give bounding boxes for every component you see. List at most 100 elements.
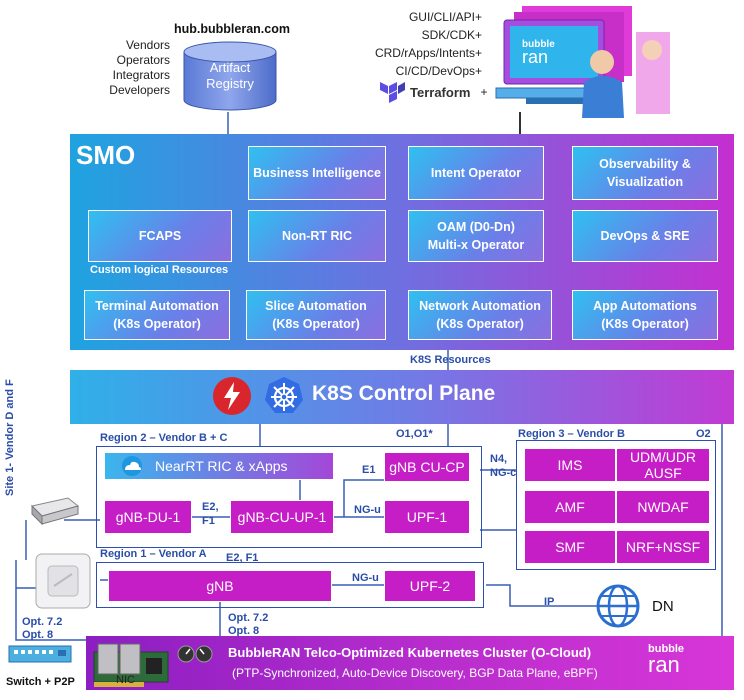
smo-title: SMO [76,140,136,170]
nearrt-ric-box[interactable]: NearRT RIC & xApps [104,452,334,480]
network-label-1: Network Automation [419,299,541,313]
ausf-label: AUSF [644,465,682,481]
gnb-cu-up-1-box[interactable]: gNB-CU-UP-1 [230,500,334,534]
terraform-label: Terraform [410,84,471,100]
nrf-nssf-box[interactable]: NRF+NSSF [616,530,710,564]
observability-label-1: Observability & [599,157,691,171]
app-label-2: (K8s Operator) [601,317,689,331]
audience-integrators: Integrators [112,68,170,82]
cluster-subtitle: (PTP-Synchronized, Auto-Device Discovery… [232,666,598,680]
access-point-device [34,552,92,610]
o1-label: O1,O1* [396,428,433,440]
radio-unit-device [30,496,80,526]
cloud-icon [122,456,142,476]
app-automations-box[interactable]: App Automations (K8s Operator) [572,290,718,340]
udm-box[interactable]: UDM/UDR AUSF [616,448,710,482]
nic-card [90,638,182,690]
cluster-brand-2: ran [648,652,680,677]
terraform-row: Terraform + [376,80,487,104]
ngu-label-r1: NG-u [352,572,379,584]
upf-2-box[interactable]: UPF-2 [384,570,476,602]
nearrt-label: NearRT RIC & xApps [155,458,288,474]
upf-1-box[interactable]: UPF-1 [384,500,470,534]
terminal-label-2: (K8s Operator) [113,317,201,331]
nic-label: NIC [116,674,135,686]
oam-box[interactable]: OAM (D0-Dn) Multi-x Operator [408,210,544,262]
intent-operator-box[interactable]: Intent Operator [408,146,544,200]
interface-cicd: CI/CD/DevOps+ [395,64,482,78]
observability-box[interactable]: Observability & Visualization [572,146,718,200]
opt-mid-72: Opt. 7.2 [228,612,269,624]
audience-vendors: Vendors [125,38,170,52]
brand-line1: bubble [522,39,555,50]
udm-label: UDM/UDR [629,449,697,465]
audience-list: Vendors Operators Integrators Developers [100,38,170,98]
app-label-1: App Automations [593,299,697,313]
switch-label: Switch + P2P [6,676,75,688]
slice-label-2: (K8s Operator) [272,317,360,331]
region3-frame [516,440,716,570]
globe-icon [596,584,640,628]
gnb-box[interactable]: gNB [108,570,332,602]
terraform-plus: + [480,85,488,99]
cluster-title: BubbleRAN Telco-Optimized Kubernetes Clu… [228,645,592,660]
bubbleran-logo-cluster: bubble ran [648,642,685,677]
nwdaf-box[interactable]: NWDAF [616,490,710,524]
network-automation-box[interactable]: Network Automation (K8s Operator) [408,290,552,340]
dn-label: DN [652,598,674,615]
cluster-brand-1: bubble [648,643,685,655]
e2-text: E2, [202,501,219,513]
registry-label-2: Registry [206,76,254,91]
k8s-title: K8S Control Plane [312,382,496,405]
hub-url: hub.bubbleran.com [174,22,290,36]
n4-label: N4, NG-c [490,452,516,480]
registry-label-1: Artifact [209,60,251,75]
artifact-registry-cylinder: Artifact Registry [182,40,278,112]
region3-label: Region 3 – Vendor B [518,428,625,440]
smf-box[interactable]: SMF [524,530,616,564]
audience-developers: Developers [109,83,170,97]
brand-line2: ran [522,47,549,67]
network-label-2: (K8s Operator) [436,317,524,331]
amf-box[interactable]: AMF [524,490,616,524]
opt-mid-label: Opt. 7.2 Opt. 8 [228,612,268,638]
business-intelligence-box[interactable]: Business Intelligence [248,146,386,200]
interface-sdk: SDK/CDK+ [421,28,482,42]
observability-label-2: Visualization [606,175,684,189]
sync-knobs-icon [176,640,216,668]
gnb-du-1-box[interactable]: gNB-DU-1 [104,500,192,534]
opt-left-label: Opt. 7.2 Opt. 8 [22,616,62,642]
slice-label-1: Slice Automation [265,299,367,313]
region1-frame [96,562,484,608]
interface-crd: CRD/rApps/Intents+ [374,46,482,60]
e2f1-region1-label: E2, F1 [226,552,259,564]
k8s-resources-label: K8S Resources [410,354,491,366]
site-label: Site 1- Vendor D and F [4,379,16,496]
terminal-automation-box[interactable]: Terminal Automation (K8s Operator) [84,290,230,340]
opt-left-72: Opt. 7.2 [22,616,63,628]
terraform-icon [380,82,405,103]
o2-label: O2 [696,428,711,440]
region2-label: Region 2 – Vendor B + C [100,432,228,444]
ngc-text: NG-c [490,467,517,479]
e1-label: E1 [362,464,376,476]
custom-resources-label: Custom logical Resources [90,264,229,276]
k8s-control-plane-bar [70,370,734,424]
fcaps-box[interactable]: FCAPS [88,210,232,262]
terminal-label-1: Terminal Automation [95,299,219,313]
opt-left-8: Opt. 8 [22,629,54,641]
devops-sre-box[interactable]: DevOps & SRE [572,210,718,262]
oam-label-2: Multi-x Operator [427,238,525,252]
switch-device [8,642,72,666]
n4-text: N4, [490,453,508,465]
ip-label: IP [544,596,555,608]
audience-operators: Operators [116,53,170,67]
f1-text: F1 [202,515,215,527]
gnb-cu-cp-box[interactable]: gNB CU-CP [384,452,470,482]
ims-box[interactable]: IMS [524,448,616,482]
bubbleran-logo-screen: bubble ran [522,38,555,67]
slice-automation-box[interactable]: Slice Automation (K8s Operator) [246,290,386,340]
workstation-illustration: bubble ran [486,2,676,118]
region2-frame [96,446,482,548]
nonrt-ric-box[interactable]: Non-RT RIC [248,210,386,262]
